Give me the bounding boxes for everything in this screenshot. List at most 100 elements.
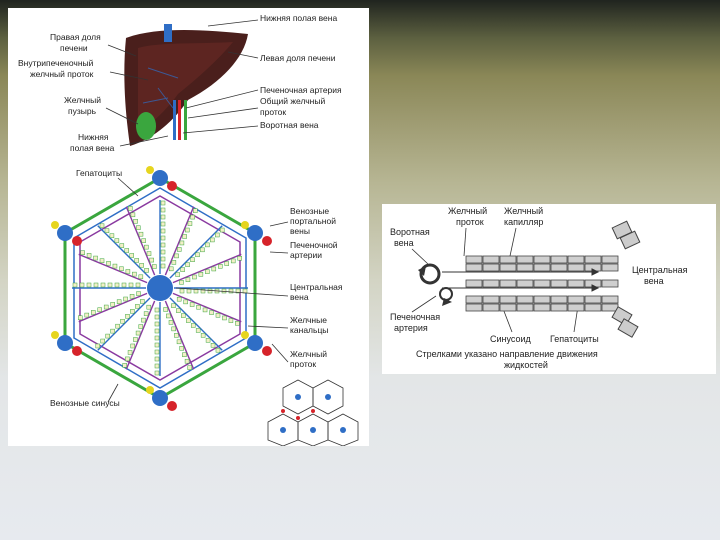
hepatocyte-cell xyxy=(174,333,178,337)
hepatocyte-cell xyxy=(186,319,190,323)
hepatocyte-block xyxy=(517,256,533,263)
hepatocyte-cell xyxy=(172,327,176,331)
hepatocyte-cell xyxy=(183,234,187,238)
label-right-lobe-1: Правая доля xyxy=(50,32,101,42)
hepatocyte-cell xyxy=(191,323,195,327)
hepatocyte-cell xyxy=(200,248,204,252)
hepatocyte-cell xyxy=(121,319,125,323)
hepatocyte-cell xyxy=(164,307,168,311)
hepatocyte-block xyxy=(568,280,584,287)
label-common-bile-2: проток xyxy=(260,107,286,117)
hepatocyte-cell xyxy=(188,366,192,370)
hepatocyte-cell xyxy=(125,314,129,318)
hepatocyte-cell xyxy=(231,259,235,263)
hepatocyte-cell xyxy=(177,340,181,344)
hepatocyte-cell xyxy=(139,325,143,329)
hepatocyte-block xyxy=(517,296,533,303)
hepatocyte-cell xyxy=(222,316,226,320)
hepatocyte-cell xyxy=(161,201,165,205)
hepatocyte-cell xyxy=(130,309,134,313)
label-bile-canaliculi-1: Желчные xyxy=(290,315,327,325)
hepatocyte-block xyxy=(551,296,567,303)
hepatocyte-block xyxy=(517,304,533,311)
hepatocyte-block xyxy=(585,256,601,263)
portal-vein-node xyxy=(57,335,73,351)
hepatocyte-cell xyxy=(94,283,98,287)
bile-duct-node xyxy=(146,166,154,174)
hepatocyte-cell xyxy=(220,228,224,232)
bile-duct-node xyxy=(51,221,59,229)
hepatocyte-cell xyxy=(130,253,134,257)
hepatocyte-cell xyxy=(122,283,126,287)
hepatocyte-cell xyxy=(161,222,165,226)
label-ivc-bottom-1: Нижняя xyxy=(78,132,109,142)
hepatocyte-cell xyxy=(144,312,148,316)
hepatocyte-cell xyxy=(155,336,159,340)
hepatocyte-cell xyxy=(115,239,119,243)
hepatocyte-cell xyxy=(155,350,159,354)
hepatocyte-cell xyxy=(101,339,105,343)
hepatocyte-cell xyxy=(216,348,220,352)
hepatocyte-block xyxy=(602,304,618,311)
hepatocyte-block xyxy=(585,304,601,311)
hepatocyte-block xyxy=(500,304,516,311)
hepatocyte-block xyxy=(534,304,550,311)
hepatocyte-cell xyxy=(191,258,195,262)
hepatocyte-block xyxy=(602,280,618,287)
hepatocyte-block xyxy=(500,296,516,303)
label-venous-portal-1: Венозные xyxy=(290,206,329,216)
portal-vein-node xyxy=(247,335,263,351)
hepatocyte-cell xyxy=(111,329,115,333)
hepatocyte-cell xyxy=(166,314,170,318)
hepatocyte-cell xyxy=(211,343,215,347)
hepatocyte-cell xyxy=(131,213,135,217)
hepatocyte-rows xyxy=(466,256,618,311)
hepatocyte-cell xyxy=(140,299,144,303)
hepatocyte-cell xyxy=(106,261,110,265)
hepatocyte-cell xyxy=(110,234,114,238)
hepatocyte-cell xyxy=(190,303,194,307)
hepatocyte-block xyxy=(551,304,567,311)
hepatocyte-cell xyxy=(131,344,135,348)
hepatocyte-cell xyxy=(161,257,165,261)
label-intrahepatic-2: желчный проток xyxy=(30,69,94,79)
hepatic-artery-node xyxy=(72,236,82,246)
hepatocyte-block xyxy=(483,256,499,263)
hepatocyte-block xyxy=(466,280,482,287)
label-bile-ducts-1: Желчный xyxy=(290,349,327,359)
hepatocyte-cell xyxy=(144,245,148,249)
hepatocyte-cell xyxy=(106,334,110,338)
hepatocyte-cell xyxy=(172,260,176,264)
hepatocyte-block xyxy=(534,296,550,303)
hepatocyte-cell xyxy=(196,328,200,332)
portal-vein-node xyxy=(57,225,73,241)
label-flow-bile-duct-2: проток xyxy=(456,217,484,227)
hepatocyte-cell xyxy=(175,254,179,258)
hepatocyte-cell xyxy=(119,267,123,271)
hepatocyte-cell xyxy=(133,338,137,342)
hepatocyte-cell xyxy=(124,297,128,301)
hepatocyte-cell xyxy=(137,292,141,296)
hepatocyte-cell xyxy=(195,253,199,257)
hepatocyte-cell xyxy=(155,364,159,368)
bile-duct-node xyxy=(146,386,154,394)
hepatocyte-cell xyxy=(161,215,165,219)
hepatic-artery-node xyxy=(167,181,177,191)
hepatocyte-cell xyxy=(87,253,91,257)
label-central-vein-1: Центральная xyxy=(290,282,343,292)
hepatocyte-cell xyxy=(115,283,119,287)
hepatocyte-cell xyxy=(141,318,145,322)
label-bile-canaliculi-2: канальцы xyxy=(290,325,328,335)
hepatocyte-cell xyxy=(136,283,140,287)
hepatocyte-block xyxy=(483,280,499,287)
fluid-flow-figure: Желчный проток Желчный капилляр Воротная… xyxy=(382,204,716,374)
hepatocyte-cell xyxy=(161,236,165,240)
label-lobule-artery-1: Печеночной xyxy=(290,240,338,250)
hepatic-artery-node xyxy=(72,346,82,356)
central-vein-blocks xyxy=(612,221,640,337)
label-gallbladder-2: пузырь xyxy=(68,106,97,116)
hepatocyte-cell xyxy=(193,209,197,213)
hepatocyte-cell xyxy=(136,226,140,230)
label-flow-portal-vein-2: вена xyxy=(394,238,414,248)
portal-vessels xyxy=(418,265,452,306)
